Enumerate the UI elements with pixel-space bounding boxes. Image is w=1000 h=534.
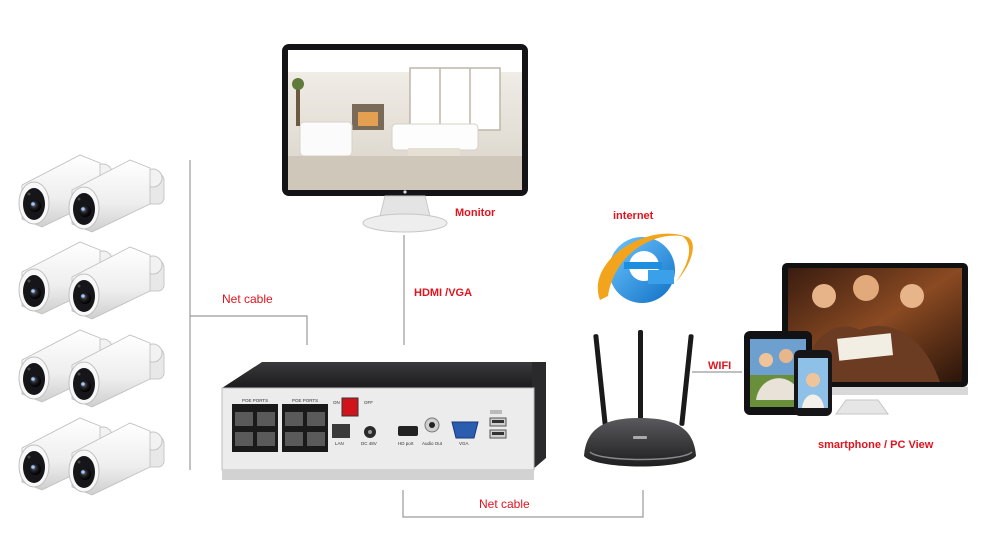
- camera-group: [18, 154, 165, 496]
- router-icon: [584, 330, 696, 467]
- smartphone-pc-label: smartphone / PC View: [818, 439, 934, 451]
- audio-out-label: Audio Out: [422, 441, 443, 446]
- net-cable-router-label: Net cable: [479, 497, 530, 511]
- poe-ports-label-a: POE PORTS: [242, 398, 268, 403]
- smartphone-icon: [794, 350, 832, 416]
- wifi-label: WIFI: [708, 360, 731, 372]
- dc-label: DC 48V: [361, 441, 377, 446]
- connection-lines: [189, 160, 742, 518]
- vga-label: VGA: [459, 441, 469, 446]
- nvr-to-router-line: [402, 490, 644, 518]
- poe-ports: [232, 404, 328, 452]
- monitor-icon: [282, 44, 528, 233]
- nvr-icon: POE PORTS POE PORTS LAN ON OFF DC 48V HD…: [221, 362, 546, 480]
- internet-explorer-icon: [597, 233, 693, 303]
- monitor-label: Monitor: [455, 207, 496, 219]
- net-cable-cameras-label: Net cable: [222, 292, 273, 306]
- poe-ports-label-b: POE PORTS: [292, 398, 318, 403]
- internet-label: internet: [613, 210, 654, 222]
- off-label: OFF: [364, 400, 373, 405]
- hd-port-label: HD port: [398, 441, 414, 446]
- on-label: ON: [333, 400, 340, 405]
- hdmi-vga-label: HDMI /VGA: [414, 287, 472, 299]
- lan-label: LAN: [335, 441, 344, 446]
- camera-to-nvr-line: [190, 315, 308, 345]
